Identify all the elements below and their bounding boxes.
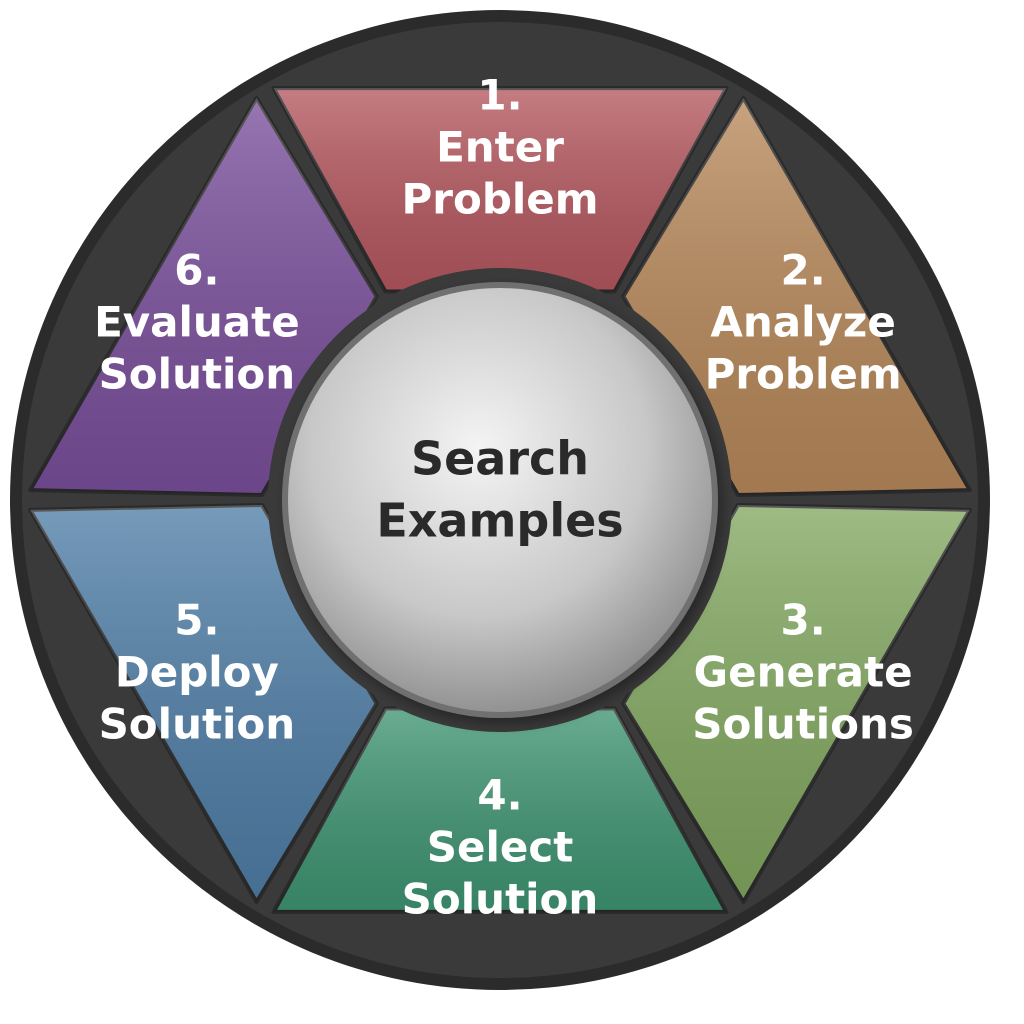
center-label-line1: Search <box>411 432 589 486</box>
step-label-line2: Problem <box>401 175 598 224</box>
step-label-line1: Evaluate <box>94 298 300 347</box>
step-label-line1: Select <box>427 823 574 872</box>
step-number: 2. <box>781 246 826 295</box>
center-label-line2: Examples <box>376 494 623 548</box>
step-segment-gloss <box>623 504 970 903</box>
step-label-line1: Enter <box>436 123 564 172</box>
step-label-line1: Generate <box>694 648 913 697</box>
step-number: 4. <box>477 771 522 820</box>
step-segment-gloss <box>623 97 970 496</box>
step-number: 5. <box>174 596 219 645</box>
step-number: 6. <box>174 246 219 295</box>
step-label-line1: Analyze <box>710 298 895 347</box>
step-number: 3. <box>781 596 826 645</box>
step-label-line1: Deploy <box>115 648 279 697</box>
step-label-line2: Solutions <box>692 700 914 749</box>
step-number: 1. <box>477 71 522 120</box>
step-segment-gloss <box>273 708 727 912</box>
step-label-line2: Problem <box>705 350 902 399</box>
step-segment-gloss <box>30 504 377 903</box>
center-hub-circle <box>282 282 718 718</box>
step-label-line2: Solution <box>99 700 296 749</box>
step-segment-gloss <box>273 88 727 292</box>
center-hub[interactable]: Search Examples <box>268 268 732 732</box>
step-label-line2: Solution <box>402 875 599 924</box>
step-label-line2: Solution <box>99 350 296 399</box>
step-segment-gloss <box>30 97 377 496</box>
wheel-segments: 1.EnterProblem2.AnalyzeProblem3.Generate… <box>28 71 972 924</box>
